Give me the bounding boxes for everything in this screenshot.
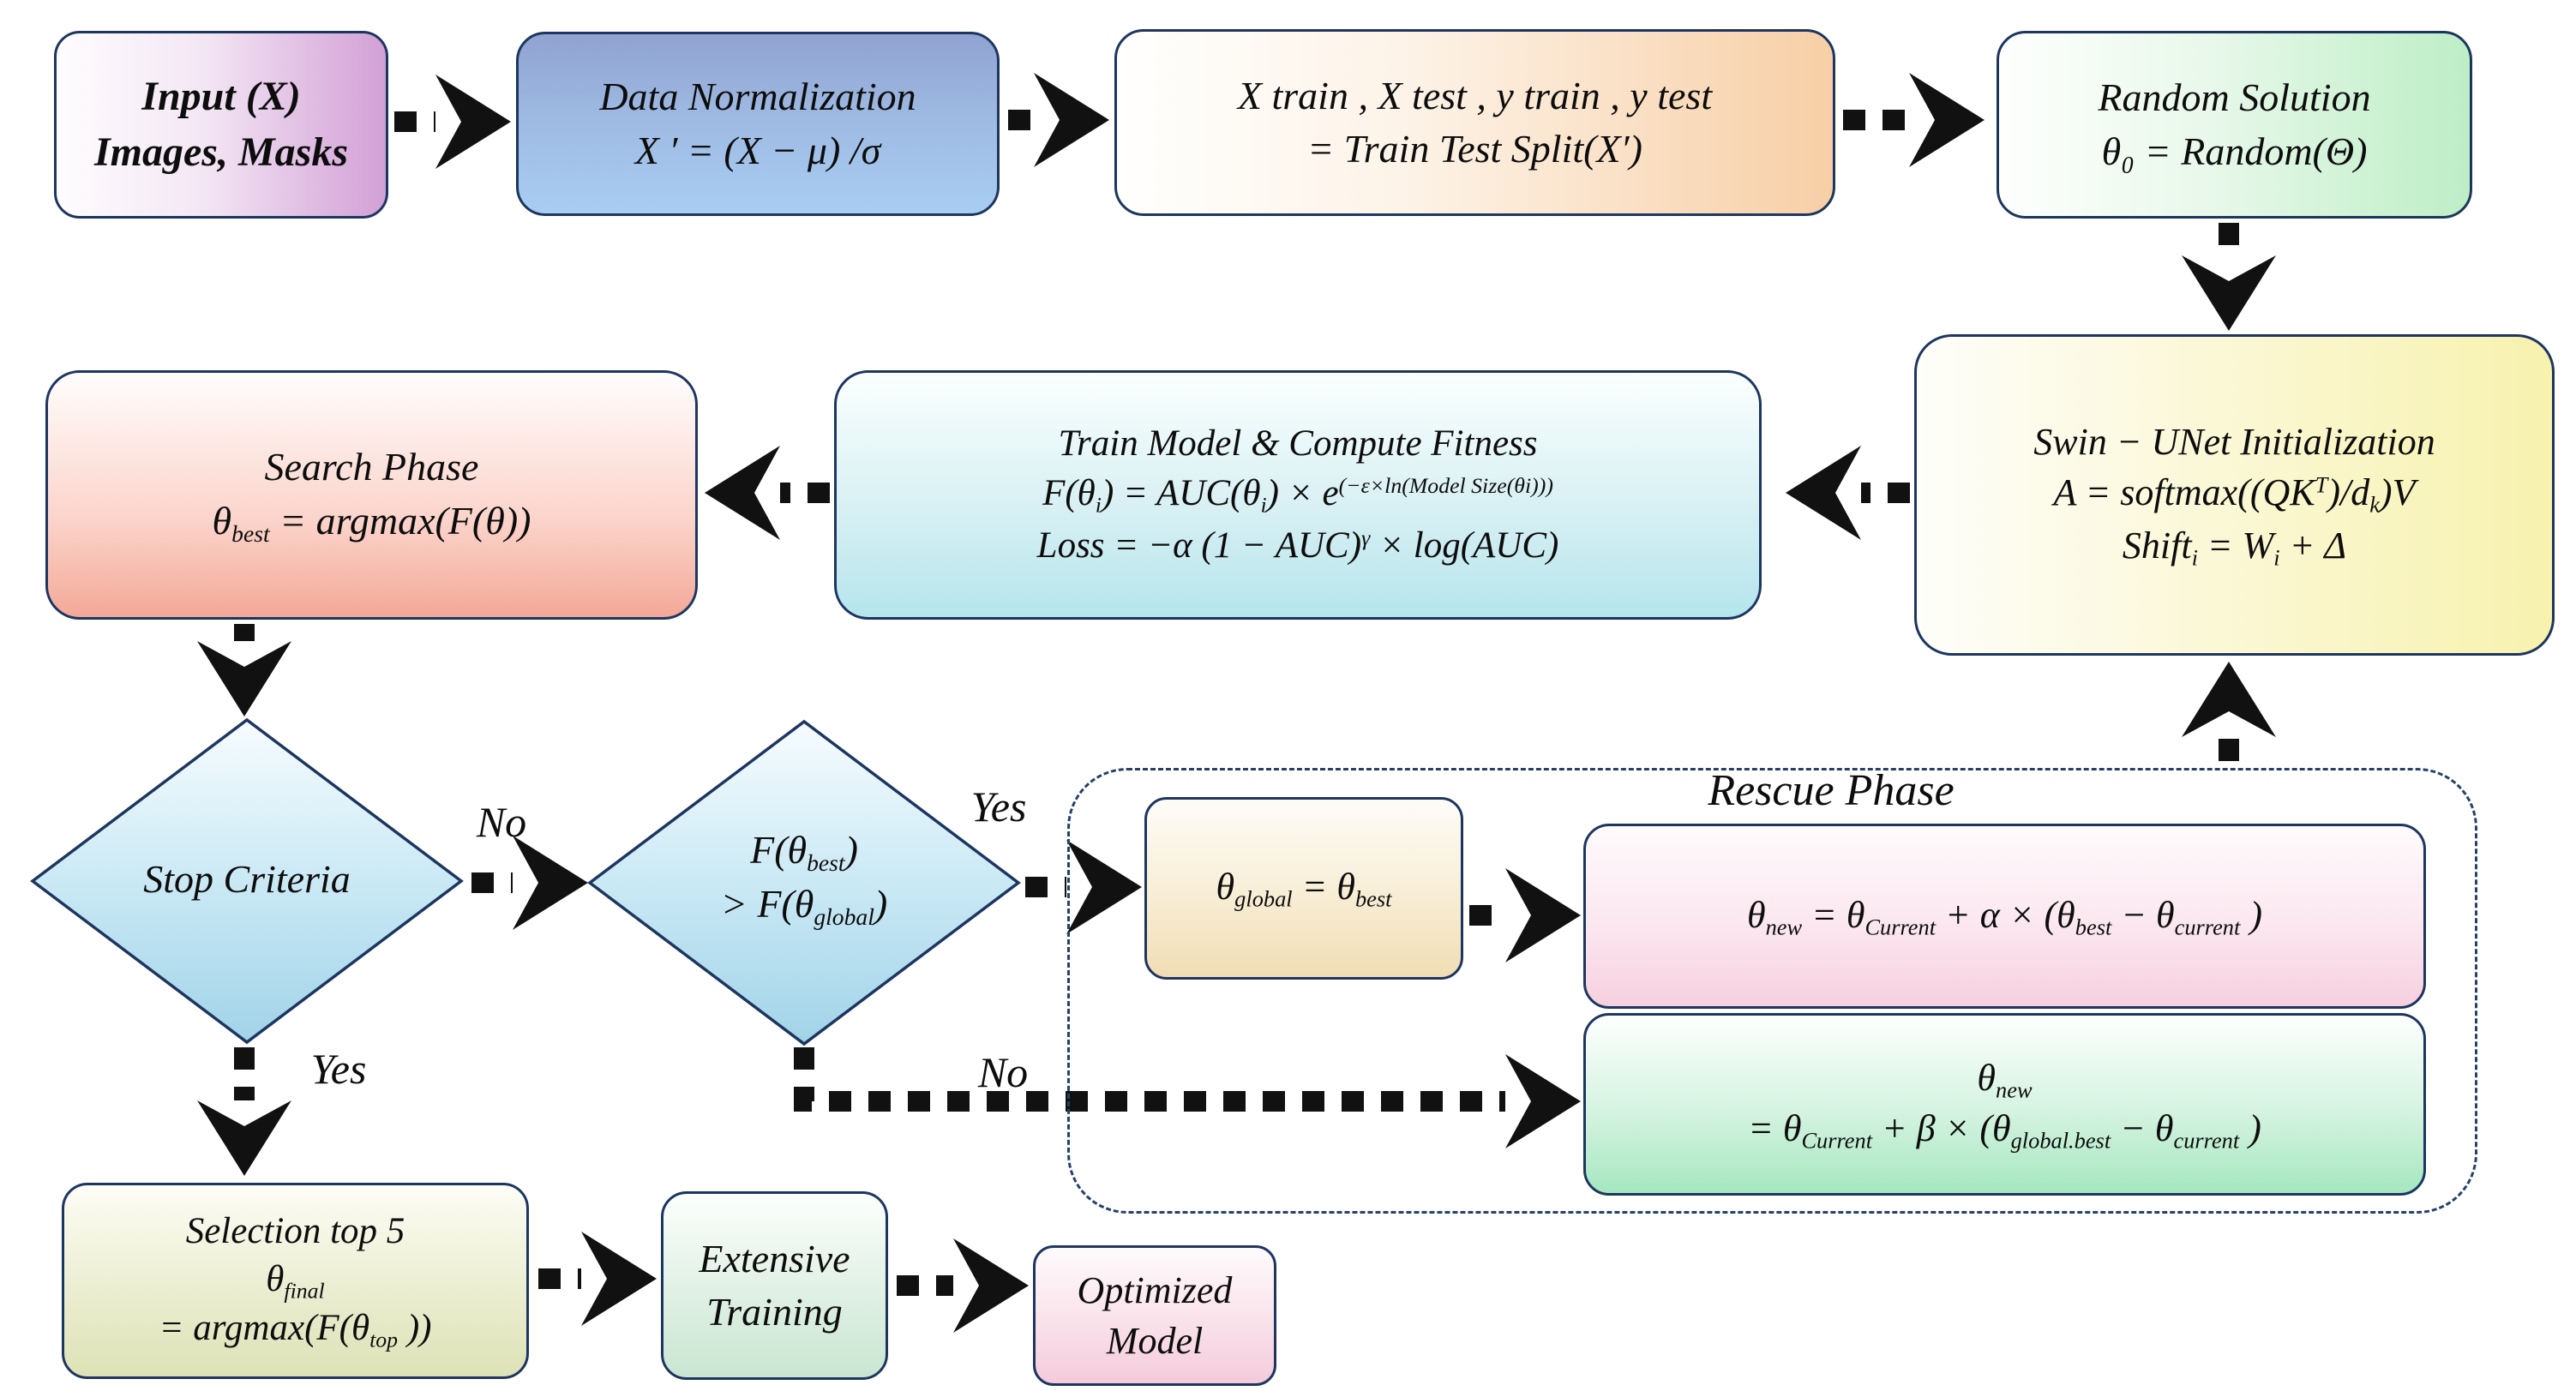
rescue-phase-title: Rescue Phase (1708, 766, 1955, 815)
node-global-update-formula: θglobal = θbest (1216, 866, 1392, 912)
arrowhead-input-to-datanorm (435, 75, 511, 169)
node-swin-unet-shift-formula: Shifti = Wi + Δ (2122, 525, 2347, 571)
node-train-test-split-line2: = Train Test Split(X′) (1307, 127, 1642, 171)
arrowhead-stop-yes-to-selection (197, 1100, 291, 1176)
edge-label-fitness-yes: Yes (970, 782, 1027, 830)
node-data-normalization-line1: Data Normalization (599, 75, 916, 119)
node-search-phase-formula: θbest = argmax(F(θ)) (212, 498, 531, 547)
node-rescue-alpha-update: θnew = θCurrent + α × (θbest − θcurrent … (1583, 824, 2426, 1009)
node-rescue-beta-line2: = θCurrent + β × (θglobal.best − θcurren… (1748, 1106, 2261, 1153)
node-swin-unet-line1: Swin − UNet Initialization (2033, 420, 2435, 463)
rescue-phase-container (1067, 768, 2477, 1214)
node-random-solution-line1: Random Solution (2098, 75, 2371, 120)
node-data-normalization-formula: X ′ = (X − μ) /σ (634, 128, 881, 172)
arrowhead-search-to-stop (197, 641, 291, 716)
arrowhead-check-no-to-beta (1505, 1054, 1581, 1148)
node-optimized-model-line1: Optimized (1077, 1268, 1233, 1311)
node-search-phase: Search Phase θbest = argmax(F(θ)) (45, 370, 698, 620)
node-selection-line1: Selection top 5 (185, 1210, 405, 1251)
node-selection-top5: Selection top 5 θfinal = argmax(F(θtop )… (62, 1183, 529, 1379)
arrowhead-global-to-alpha (1505, 868, 1581, 962)
stop-criteria-diamond (30, 717, 464, 1045)
node-selection-line3: = argmax(F(θtop )) (159, 1308, 432, 1352)
arrowhead-swin-to-train (1786, 446, 1861, 540)
node-train-fitness-formula: F(θi) = AUC(θi) × e(−ε×ln(Model Size(θi)… (1042, 473, 1553, 518)
fitness-check-line2: > F(θglobal) (720, 881, 888, 930)
fitness-check-label: F(θbest) > F(θglobal) (633, 824, 976, 932)
node-train-fitness: Train Model & Compute Fitness F(θi) = AU… (834, 370, 1762, 620)
node-extensive-training-line2: Training (706, 1290, 843, 1334)
arrowhead-rescue-to-swin (2182, 662, 2276, 737)
arrowhead-selection-to-extensive (581, 1232, 657, 1326)
node-train-test-split-line1: X train , X test , y train , y test (1237, 73, 1713, 117)
node-extensive-training-line1: Extensive (699, 1236, 850, 1280)
fitness-check-line1: F(θbest) (750, 828, 858, 876)
node-swin-unet-init: Swin − UNet Initialization A = softmax((… (1914, 334, 2555, 656)
node-rescue-alpha-formula: θnew = θCurrent + α × (θbest − θcurrent … (1746, 893, 2262, 940)
node-random-solution: Random Solution θ₀ = Random(Θ) (1997, 31, 2472, 219)
node-search-phase-line1: Search Phase (264, 445, 479, 489)
node-train-fitness-loss-formula: Loss = −α (1 − AUC)γ × log(AUC) (1036, 525, 1559, 566)
node-optimized-model-line2: Model (1106, 1320, 1204, 1362)
node-input: Input (X) Images, Masks (54, 31, 388, 219)
arrowhead-extensive-to-optimized (953, 1238, 1029, 1333)
node-selection-line2: θfinal (266, 1258, 325, 1303)
stop-criteria-label: Stop Criteria (143, 857, 351, 901)
node-train-fitness-line1: Train Model & Compute Fitness (1058, 423, 1538, 465)
edge-label-stop-no: No (476, 798, 527, 846)
node-optimized-model: Optimized Model (1033, 1245, 1276, 1386)
node-input-line1: Input (X) (141, 73, 301, 119)
node-random-solution-formula: θ₀ = Random(Θ) (2101, 129, 2368, 173)
node-rescue-beta-update: θnew = θCurrent + β × (θglobal.best − θc… (1583, 1013, 2426, 1196)
node-swin-unet-attention-formula: A = softmax((QKT)/dk)V (2053, 471, 2416, 518)
node-extensive-training: Extensive Training (661, 1191, 888, 1380)
arrowhead-stop-no-to-check (513, 836, 588, 930)
node-data-normalization: Data Normalization X ′ = (X − μ) /σ (516, 32, 1000, 216)
node-rescue-beta-line1: θnew (1977, 1057, 2033, 1103)
edge-label-stop-yes: Yes (310, 1045, 367, 1093)
node-train-test-split: X train , X test , y train , y test = Tr… (1114, 29, 1835, 216)
node-global-update: θglobal = θbest (1144, 797, 1463, 980)
arrowhead-train-to-search (705, 446, 780, 540)
fitness-check-diamond (587, 719, 1021, 1046)
arrow-check-no-to-beta (794, 1047, 1505, 1112)
node-input-line2: Images, Masks (93, 129, 349, 175)
edge-label-fitness-no: No (977, 1048, 1029, 1096)
arrowhead-random-to-swin (2182, 255, 2276, 331)
arrowhead-datanorm-to-split (1034, 73, 1109, 167)
arrowhead-split-to-random (1909, 73, 1985, 167)
arrowhead-check-yes-to-global (1066, 840, 1142, 934)
